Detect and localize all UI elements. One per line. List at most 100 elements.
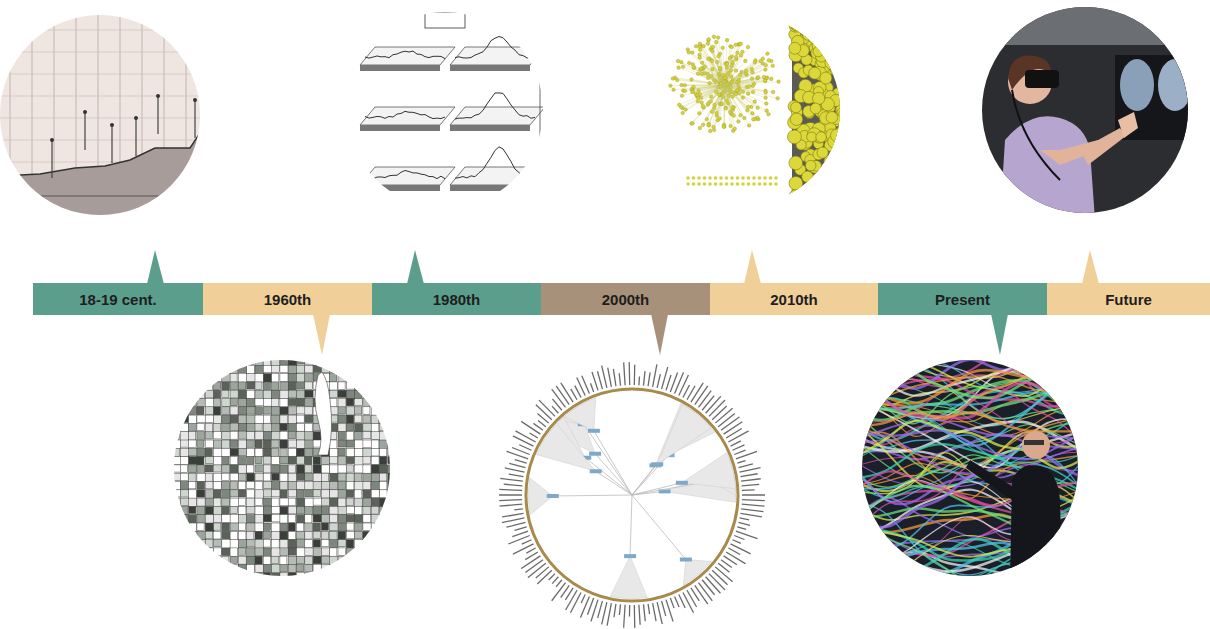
network-node — [767, 112, 771, 116]
county-cell — [380, 357, 388, 366]
leaf-label-mark — [670, 598, 674, 608]
network-edge — [725, 61, 771, 85]
county-cell — [197, 432, 205, 441]
county-cell — [214, 432, 222, 439]
county-cell — [205, 457, 213, 464]
network-node — [750, 105, 754, 109]
dense-node — [839, 93, 850, 104]
leaf-label-mark — [706, 577, 721, 594]
county-cell — [388, 357, 396, 366]
county-cell — [338, 531, 346, 540]
county-cell — [272, 465, 281, 473]
plot-panel — [360, 167, 455, 185]
leaf-label-mark — [492, 500, 522, 501]
county-cell — [371, 473, 379, 482]
county-cell — [189, 506, 196, 513]
county-cell — [380, 556, 388, 564]
county-cell — [255, 432, 264, 440]
county-cell — [197, 548, 205, 555]
dense-node — [835, 14, 849, 28]
leaf-label-mark — [537, 570, 552, 584]
county-cell — [288, 531, 295, 539]
county-cell — [180, 374, 188, 382]
county-cell — [255, 548, 263, 556]
county-cell — [346, 498, 353, 506]
isolated-node — [758, 182, 762, 186]
network-node — [733, 127, 737, 131]
county-cell — [263, 415, 270, 423]
county-cell — [288, 407, 297, 415]
county-cell — [363, 498, 372, 507]
county-cell — [388, 399, 397, 407]
plot-panel — [360, 47, 455, 65]
county-cell — [238, 548, 245, 555]
dense-node — [820, 195, 833, 208]
county-cell — [305, 523, 313, 531]
county-cell — [189, 448, 198, 456]
value-dot — [156, 94, 160, 98]
network-node — [771, 90, 775, 94]
network-edge — [691, 85, 725, 123]
county-cell — [272, 556, 279, 563]
dense-node — [803, 196, 817, 210]
county-cell — [288, 573, 296, 580]
county-cell — [238, 448, 246, 455]
county-cell — [346, 448, 354, 457]
leaf-label-mark — [533, 423, 543, 430]
county-cell — [363, 565, 372, 574]
county-cell — [280, 531, 288, 540]
internal-node-mark — [624, 554, 636, 558]
network-node — [764, 68, 768, 72]
county-cell — [338, 457, 346, 466]
county-cell — [255, 531, 262, 539]
county-cell — [388, 573, 395, 582]
network-node — [743, 116, 747, 120]
county-cell — [255, 465, 264, 472]
county-cell — [172, 374, 180, 382]
leaf-label-mark — [504, 484, 523, 486]
plot-side — [360, 65, 440, 71]
county-cell — [230, 407, 238, 415]
county-cell — [255, 540, 264, 549]
county-cell — [338, 407, 345, 414]
county-cell — [230, 457, 237, 465]
county-cell — [330, 482, 338, 490]
dense-node — [839, 53, 853, 67]
leaf-label-mark — [742, 489, 755, 491]
network-node — [730, 60, 734, 64]
county-cell — [355, 440, 364, 448]
county-cell — [238, 515, 246, 524]
network-node — [680, 94, 684, 98]
leaf-label-mark — [597, 371, 602, 389]
county-cell — [255, 498, 262, 505]
leaf-label-mark — [732, 445, 744, 450]
dense-node — [827, 29, 838, 40]
network-edge — [693, 85, 725, 91]
streamline — [860, 543, 1084, 564]
leaf-label-mark — [508, 433, 534, 446]
county-cell — [280, 473, 288, 481]
county-cell — [197, 457, 204, 466]
leaf-label-mark — [695, 585, 710, 606]
county-cell — [297, 573, 305, 581]
network-edge — [725, 85, 755, 102]
county-cell — [247, 457, 254, 465]
isolated-node — [741, 182, 745, 186]
county-cell — [305, 365, 313, 373]
network-node — [715, 40, 719, 44]
network-edge — [725, 85, 755, 119]
leaf-label-mark — [556, 580, 562, 587]
county-cell — [297, 415, 305, 423]
county-cell — [263, 498, 271, 506]
county-cell — [272, 374, 279, 383]
county-cell — [280, 523, 288, 531]
county-cell — [197, 523, 204, 531]
county-cell — [288, 448, 296, 456]
dense-node — [838, 11, 849, 22]
leaf-label-mark — [525, 560, 543, 573]
leaf-label-mark — [675, 369, 686, 394]
county-cell — [313, 506, 322, 514]
isolated-node — [769, 176, 773, 180]
isolated-node — [730, 176, 734, 180]
isolated-node — [697, 176, 701, 180]
